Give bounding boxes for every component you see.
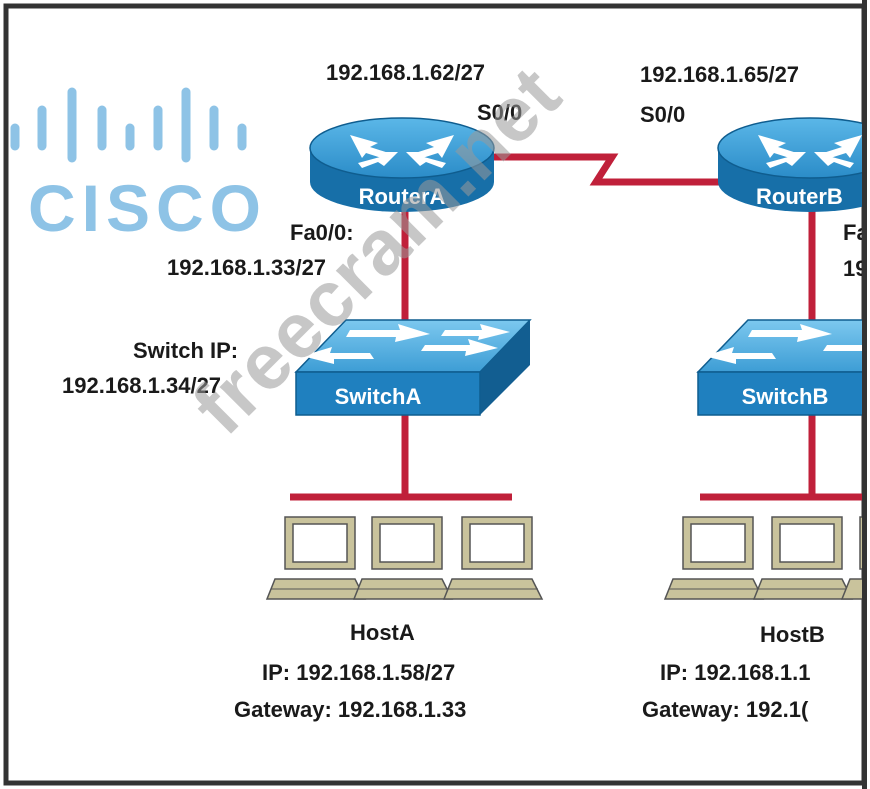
host-a-ip: IP: 192.168.1.58/27	[262, 660, 456, 685]
cisco-logo-bars-icon	[10, 87, 247, 163]
right-frame-edge	[862, 0, 870, 789]
router-a-serial-ip: 192.168.1.62/27	[326, 60, 486, 85]
host-a-pc-3-icon	[442, 516, 544, 600]
switch-a-ip-label: Switch IP:	[133, 338, 239, 363]
router-a-fa-label: Fa0/0:	[290, 220, 354, 245]
host-b-gateway: Gateway: 192.1(	[642, 697, 809, 722]
router-a-name: RouterA	[359, 184, 446, 209]
switch-a-name: SwitchA	[335, 384, 422, 409]
host-a-pc-1-icon	[265, 516, 367, 600]
host-b-pc-1-icon	[663, 516, 765, 600]
cisco-logo-text: CISCO	[28, 171, 268, 245]
switch-b-name: SwitchB	[742, 384, 829, 409]
router-b-icon	[717, 117, 870, 212]
host-a-gateway: Gateway: 192.168.1.33	[234, 697, 467, 722]
switch-b-icon	[696, 319, 870, 416]
router-a-fa-ip: 192.168.1.33/27	[167, 255, 327, 280]
router-a-serial-port: S0/0	[477, 100, 523, 125]
host-b-pc-2-icon	[752, 516, 854, 600]
router-a-icon	[309, 117, 495, 212]
host-b-name: HostB	[760, 622, 825, 647]
router-b-serial-port: S0/0	[640, 102, 686, 127]
host-b-ip: IP: 192.168.1.1	[660, 660, 811, 685]
network-links	[290, 153, 870, 501]
switch-a-ip: 192.168.1.34/27	[62, 373, 222, 398]
router-b-name: RouterB	[756, 184, 843, 209]
switch-a-icon	[294, 319, 532, 416]
router-b-serial-ip: 192.168.1.65/27	[640, 62, 800, 87]
serial-link	[490, 153, 725, 186]
host-a-name: HostA	[350, 620, 415, 645]
host-a-pc-2-icon	[352, 516, 454, 600]
